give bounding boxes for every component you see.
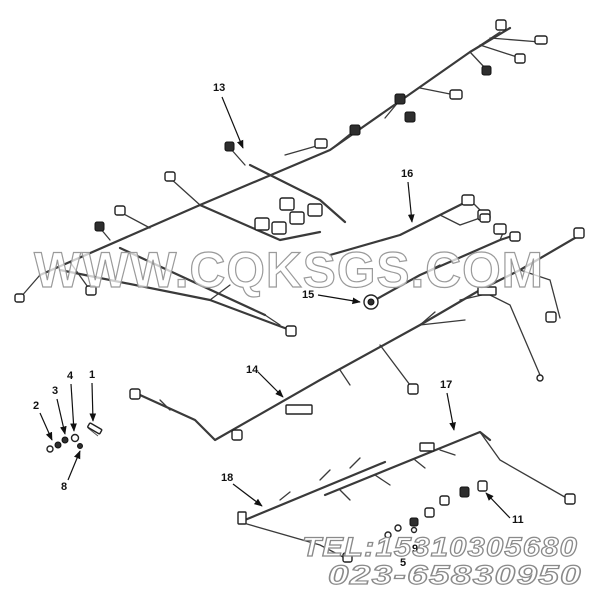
harness-17[interactable] [323,430,576,505]
callout-18: 18 [221,472,263,507]
harness-15[interactable] [363,223,521,310]
harness-16[interactable] [328,194,491,257]
callout-5: 5 [400,557,406,569]
callout-4: 4 [67,370,77,432]
callout-14: 14 [246,364,284,398]
callout-1: 1 [89,369,97,422]
svg-text:13: 13 [213,82,225,94]
harness-13[interactable] [14,19,548,337]
callout-13: 13 [213,82,244,149]
svg-text:1: 1 [89,369,95,381]
svg-text:3: 3 [52,385,58,397]
watermark-tel: TEL:15310305680 [302,532,578,562]
loose-parts-right [384,480,488,539]
svg-text:2: 2 [33,400,39,412]
callout-15: 15 [302,289,361,305]
callout-9: 9 [412,543,418,555]
svg-text:14: 14 [246,364,259,376]
svg-text:16: 16 [401,168,413,180]
svg-text:17: 17 [440,379,452,391]
watermark-website: WWW.CQKSGS.COM [34,242,544,298]
loose-parts-left [46,422,103,453]
svg-text:8: 8 [61,481,67,493]
callout-8: 8 [61,450,81,493]
svg-text:15: 15 [302,289,314,301]
svg-text:4: 4 [67,370,74,382]
svg-text:18: 18 [221,472,233,484]
svg-text:9: 9 [412,543,418,555]
callout-16: 16 [401,168,415,223]
svg-text:5: 5 [400,557,406,569]
connector-block [254,197,323,235]
callout-3: 3 [52,385,67,435]
watermark-phone: 023-65830950 [328,560,582,590]
callout-11: 11 [485,492,524,526]
svg-text:11: 11 [512,514,524,526]
harness-18[interactable] [237,457,387,563]
harness-14[interactable] [129,227,585,442]
callout-17: 17 [440,379,456,431]
callout-2: 2 [33,400,53,441]
